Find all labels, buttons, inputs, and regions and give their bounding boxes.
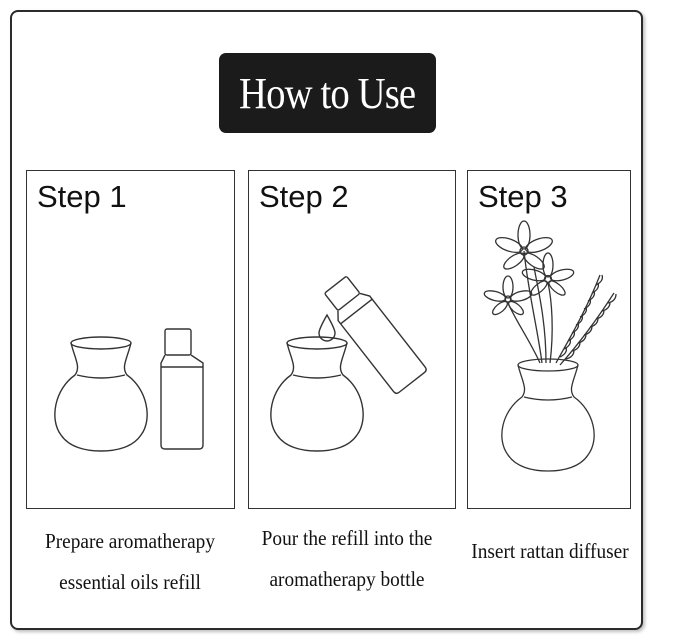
oil-bottle-icon <box>324 276 427 395</box>
step-2-panel: Step 2 <box>248 170 456 509</box>
step-2-label: Step 2 <box>259 179 349 214</box>
rattan-spiral-icon <box>555 274 617 366</box>
step-1-caption-line-2: essential oils refill <box>59 570 201 594</box>
step-1-panel: Step 1 <box>26 170 235 509</box>
step-3-panel: Step 3 <box>467 170 631 509</box>
step-3-caption: Insert rattan diffuser <box>464 531 637 572</box>
page-title: How to Use <box>239 68 416 118</box>
step-3-label: Step 3 <box>478 179 568 214</box>
step-3-caption-line-1: Insert rattan diffuser <box>471 539 629 563</box>
step-2-caption-line-2: aromatherapy bottle <box>269 567 425 591</box>
step-1-caption: Prepare aromatherapy essential oils refi… <box>20 521 241 603</box>
step-1-caption-line-1: Prepare aromatherapy <box>44 529 216 553</box>
step-1-label: Step 1 <box>37 179 127 214</box>
drop-icon <box>318 313 336 342</box>
vase-icon <box>54 336 148 452</box>
oil-bottle-icon <box>160 328 204 450</box>
step-2-caption-line-1: Pour the refill into the <box>261 526 433 550</box>
flower-diffuser-icon <box>483 220 575 364</box>
vase-icon <box>270 336 364 452</box>
step-2-caption: Pour the refill into the aromatherapy bo… <box>232 518 462 600</box>
vase-icon <box>501 358 595 472</box>
title-banner: How to Use <box>219 53 436 133</box>
